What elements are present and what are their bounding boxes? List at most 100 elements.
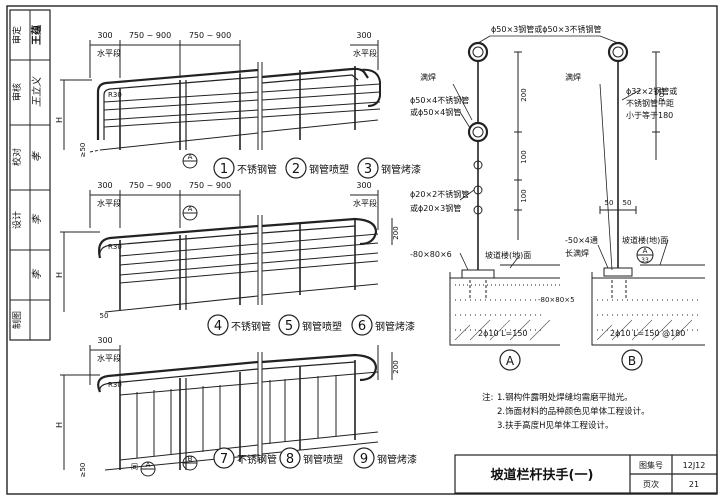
review-cell: 审核 [11,83,23,101]
height-label: H [55,117,64,123]
signature: 王立义 [31,76,43,107]
dim-200: 200 [392,360,400,373]
variant-number: 9 [360,452,368,467]
note-line: 2.饰面材料的品种颜色见单体工程设计。 [497,406,650,417]
horizontal-segment-label: 水平段 [353,198,377,208]
dim-200: 200 [658,88,666,101]
dim-100: 100 [520,189,528,202]
variant-label: 不锈钢管 [237,163,277,176]
section-a-hatch [454,319,551,341]
variant-label: 钢管喷塑 [302,320,342,333]
horizontal-segment-label: 水平段 [353,48,377,58]
note-line: 1.钢构件露明处焊缝均需磨平抛光。 [497,392,633,403]
dim-50: 50 [623,199,632,207]
signature: 李 [31,268,43,280]
approval-strip: 审定 审核 校对 设计 制图 王蕴 王立义 孝 李 李 [9,9,51,341]
design-cell: 设计 [11,211,23,229]
sheet-title: 坡道栏杆扶手(一) [491,467,594,483]
top-rail-spec: ϕ50×3钢管或ϕ50×3不锈钢管 [491,24,602,34]
dim-200: 200 [520,88,528,101]
height-label: H [55,272,64,278]
notes-title: 注: [482,392,493,403]
approve-cell: 审定 [11,26,23,44]
note-line: 3.扶手高度H见单体工程设计。 [497,420,614,431]
variant-number: 4 [214,319,222,334]
leader-lines [452,35,669,271]
dim-50: 50 [100,312,109,320]
signature: 孝 [31,151,43,162]
variant-number: 6 [358,319,366,334]
variant-label: 不锈钢管 [231,320,271,333]
variant-number: 5 [285,319,293,334]
post-spec: 不锈钢管中距 [626,98,674,108]
ramp-label: 坡道楼(地)面 [622,235,668,245]
bolt-spec: 2ϕ10 L=150 [478,329,528,338]
dim-span: 750 ~ 900 [129,181,171,190]
mid-rail-spec: 或ϕ50×4钢管 [410,107,461,117]
horizontal-segment-label: 水平段 [97,48,121,58]
dim-span: 750 ~ 900 [189,181,231,190]
railing-row-3 [60,345,379,471]
signature: 李 [31,213,43,225]
dim-300: 300 [356,181,371,190]
railing-elevations [60,40,393,471]
variant-number: 7 [220,452,228,467]
section-b-hatch [596,319,693,341]
dim-300: 300 [97,336,112,345]
base-plate-spec: -80×80×5 [538,296,575,304]
variant-label: 钢管烤漆 [381,163,421,176]
drafting-cell: 制图 [11,311,23,329]
page-label: 页次 [643,479,659,489]
dim-50: ≥50 [79,143,87,158]
section-b-marker: B [628,354,636,368]
mid-rail-spec: ϕ50×4不锈钢管 [410,95,469,105]
detail-sheet: 33 [641,257,649,264]
post-spec: 小于等于180 [626,110,673,120]
railing-row-1 [60,40,381,153]
sheet-border [6,5,718,495]
radius-label: R30 [108,381,122,389]
dim-50: ≥50 [79,463,87,478]
variant-number: 2 [292,162,300,177]
bolt-spec: 2ϕ10 L=150 @180 [610,329,685,338]
section-a-marker: A [506,354,515,368]
ramp-label: 坡道楼(地)面 [485,250,531,260]
variant-label: 钢管喷塑 [303,453,343,466]
radius-label: R30 [108,91,122,99]
same-tag: 同 [131,463,138,471]
weld-note: 满焊 [420,72,436,82]
horizontal-segment-label: 水平段 [97,353,121,363]
callout-a: A [146,461,151,469]
weld-note: 满焊 [565,72,581,82]
plate-spec: 长满焊 [565,248,589,258]
variant-label: 不锈钢管 [237,453,277,466]
variant-circles [207,157,379,469]
dim-300: 300 [97,31,112,40]
dim-300: 300 [356,31,371,40]
variant-number: 3 [364,162,372,177]
dim-span: 750 ~ 900 [129,31,171,40]
section-callouts [140,153,198,477]
plate-spec: -80×80×6 [410,250,452,259]
signature: 王蕴 [30,25,43,45]
variant-label: 钢管喷塑 [309,163,349,176]
railing-row-2 [60,190,379,313]
detail-ref: A [643,247,648,255]
variant-number: 1 [220,162,228,177]
radius-label: R30 [108,243,122,251]
height-label: H [55,422,64,428]
plate-spec: -50×4通 [565,235,598,245]
dim-span: 750 ~ 900 [189,31,231,40]
variant-number: 8 [286,452,294,467]
dim-100: 100 [520,150,528,163]
post-spec: ϕ32×2钢管或 [626,86,677,96]
atlas-label: 图集号 [639,460,663,470]
small-rail-spec: 或ϕ20×3钢管 [410,203,461,213]
title-block [454,454,718,494]
check-cell: 校对 [11,148,23,166]
dim-200: 200 [392,226,400,239]
dim-50: 50 [605,199,614,207]
